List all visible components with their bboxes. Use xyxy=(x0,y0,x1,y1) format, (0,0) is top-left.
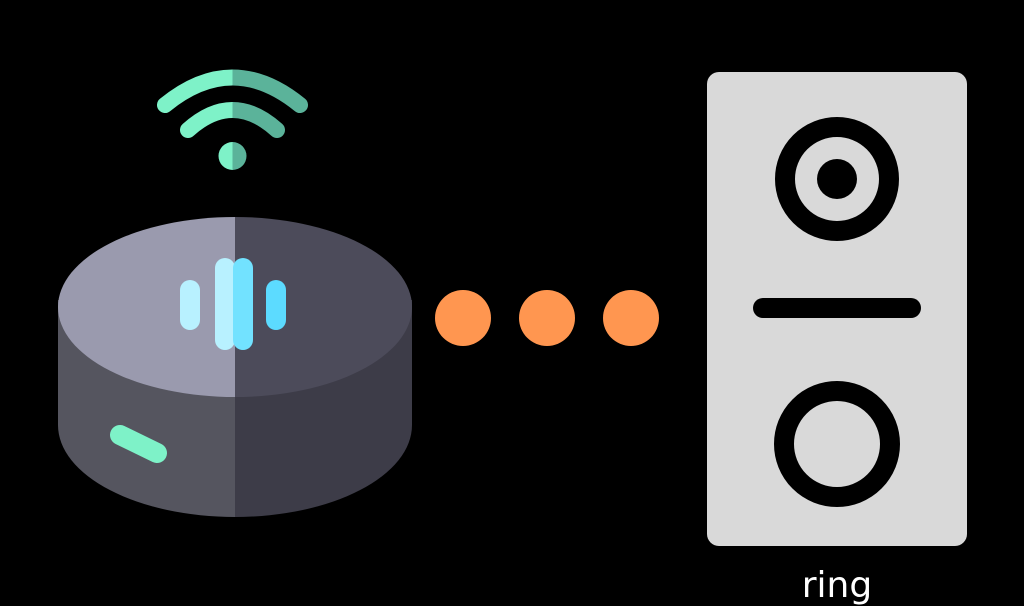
doorbell-button-icon xyxy=(774,381,900,507)
brand-label: ring xyxy=(801,565,873,606)
smart-speaker-icon xyxy=(58,217,412,517)
status-led-icon xyxy=(110,425,167,463)
video-doorbell-icon: ring xyxy=(707,72,967,606)
camera-lens-center-icon xyxy=(817,159,857,199)
connection-dot xyxy=(603,290,659,346)
integration-illustration: ring xyxy=(58,69,967,606)
camera-lens-icon xyxy=(775,117,899,241)
wifi-icon xyxy=(157,69,308,170)
connection-dot xyxy=(435,290,491,346)
doorbell-marks xyxy=(753,117,921,507)
voice-wave-icon xyxy=(180,258,286,350)
connection-dot xyxy=(519,290,575,346)
